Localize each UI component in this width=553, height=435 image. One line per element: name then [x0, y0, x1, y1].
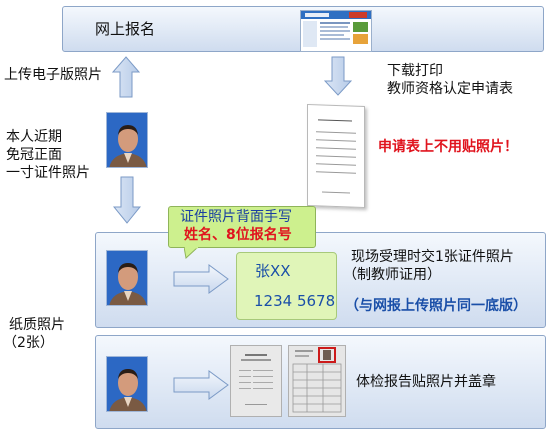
row1-photo	[106, 250, 148, 306]
online-registration-title: 网上报名	[95, 20, 156, 38]
row2-desc: 体检报告贴照片并盖章	[356, 374, 496, 390]
row2-right-arrow-icon	[173, 370, 229, 404]
website-thumbnail-icon	[300, 10, 372, 52]
row1-desc-line-1: 现场受理时交1张证件照片	[351, 249, 514, 265]
upload-label: 上传电子版照片	[4, 67, 102, 83]
row1-note: （与网报上传照片同一底版）	[345, 298, 527, 314]
health-report-cover-icon	[230, 345, 282, 417]
callout-box	[168, 206, 316, 248]
photo-desc-line-3: 一寸证件照片	[6, 165, 90, 181]
photo-desc-line-1: 本人近期	[6, 129, 62, 145]
row1-desc-line-2: （制教师证用）	[343, 267, 441, 283]
callout-tail	[183, 244, 204, 263]
row2-photo	[106, 356, 148, 412]
row1-right-arrow-icon	[173, 264, 229, 298]
no-photo-note: 申请表上不用贴照片！	[378, 139, 518, 155]
callout-line-2: 姓名、8位报名号	[184, 227, 292, 243]
card-name: 张XX	[255, 262, 291, 280]
photo-desc-line-2: 免冠正面	[6, 147, 62, 163]
id-photo	[106, 112, 148, 168]
back-of-photo-card	[236, 252, 337, 320]
download-line-1: 下载打印	[387, 63, 443, 79]
upload-arrow-icon	[111, 56, 141, 102]
form-document-icon	[307, 103, 365, 209]
card-number: 1234 5678	[254, 292, 336, 310]
paper-label-line-2: （2张）	[3, 335, 54, 351]
photo-down-arrow-icon	[112, 176, 142, 228]
download-arrow-icon	[323, 56, 353, 100]
health-report-page-icon	[288, 345, 346, 417]
paper-label-line-1: 纸质照片	[9, 317, 65, 333]
download-line-2: 教师资格认定申请表	[387, 81, 513, 97]
callout-line-1: 证件照片背面手写	[180, 209, 292, 225]
